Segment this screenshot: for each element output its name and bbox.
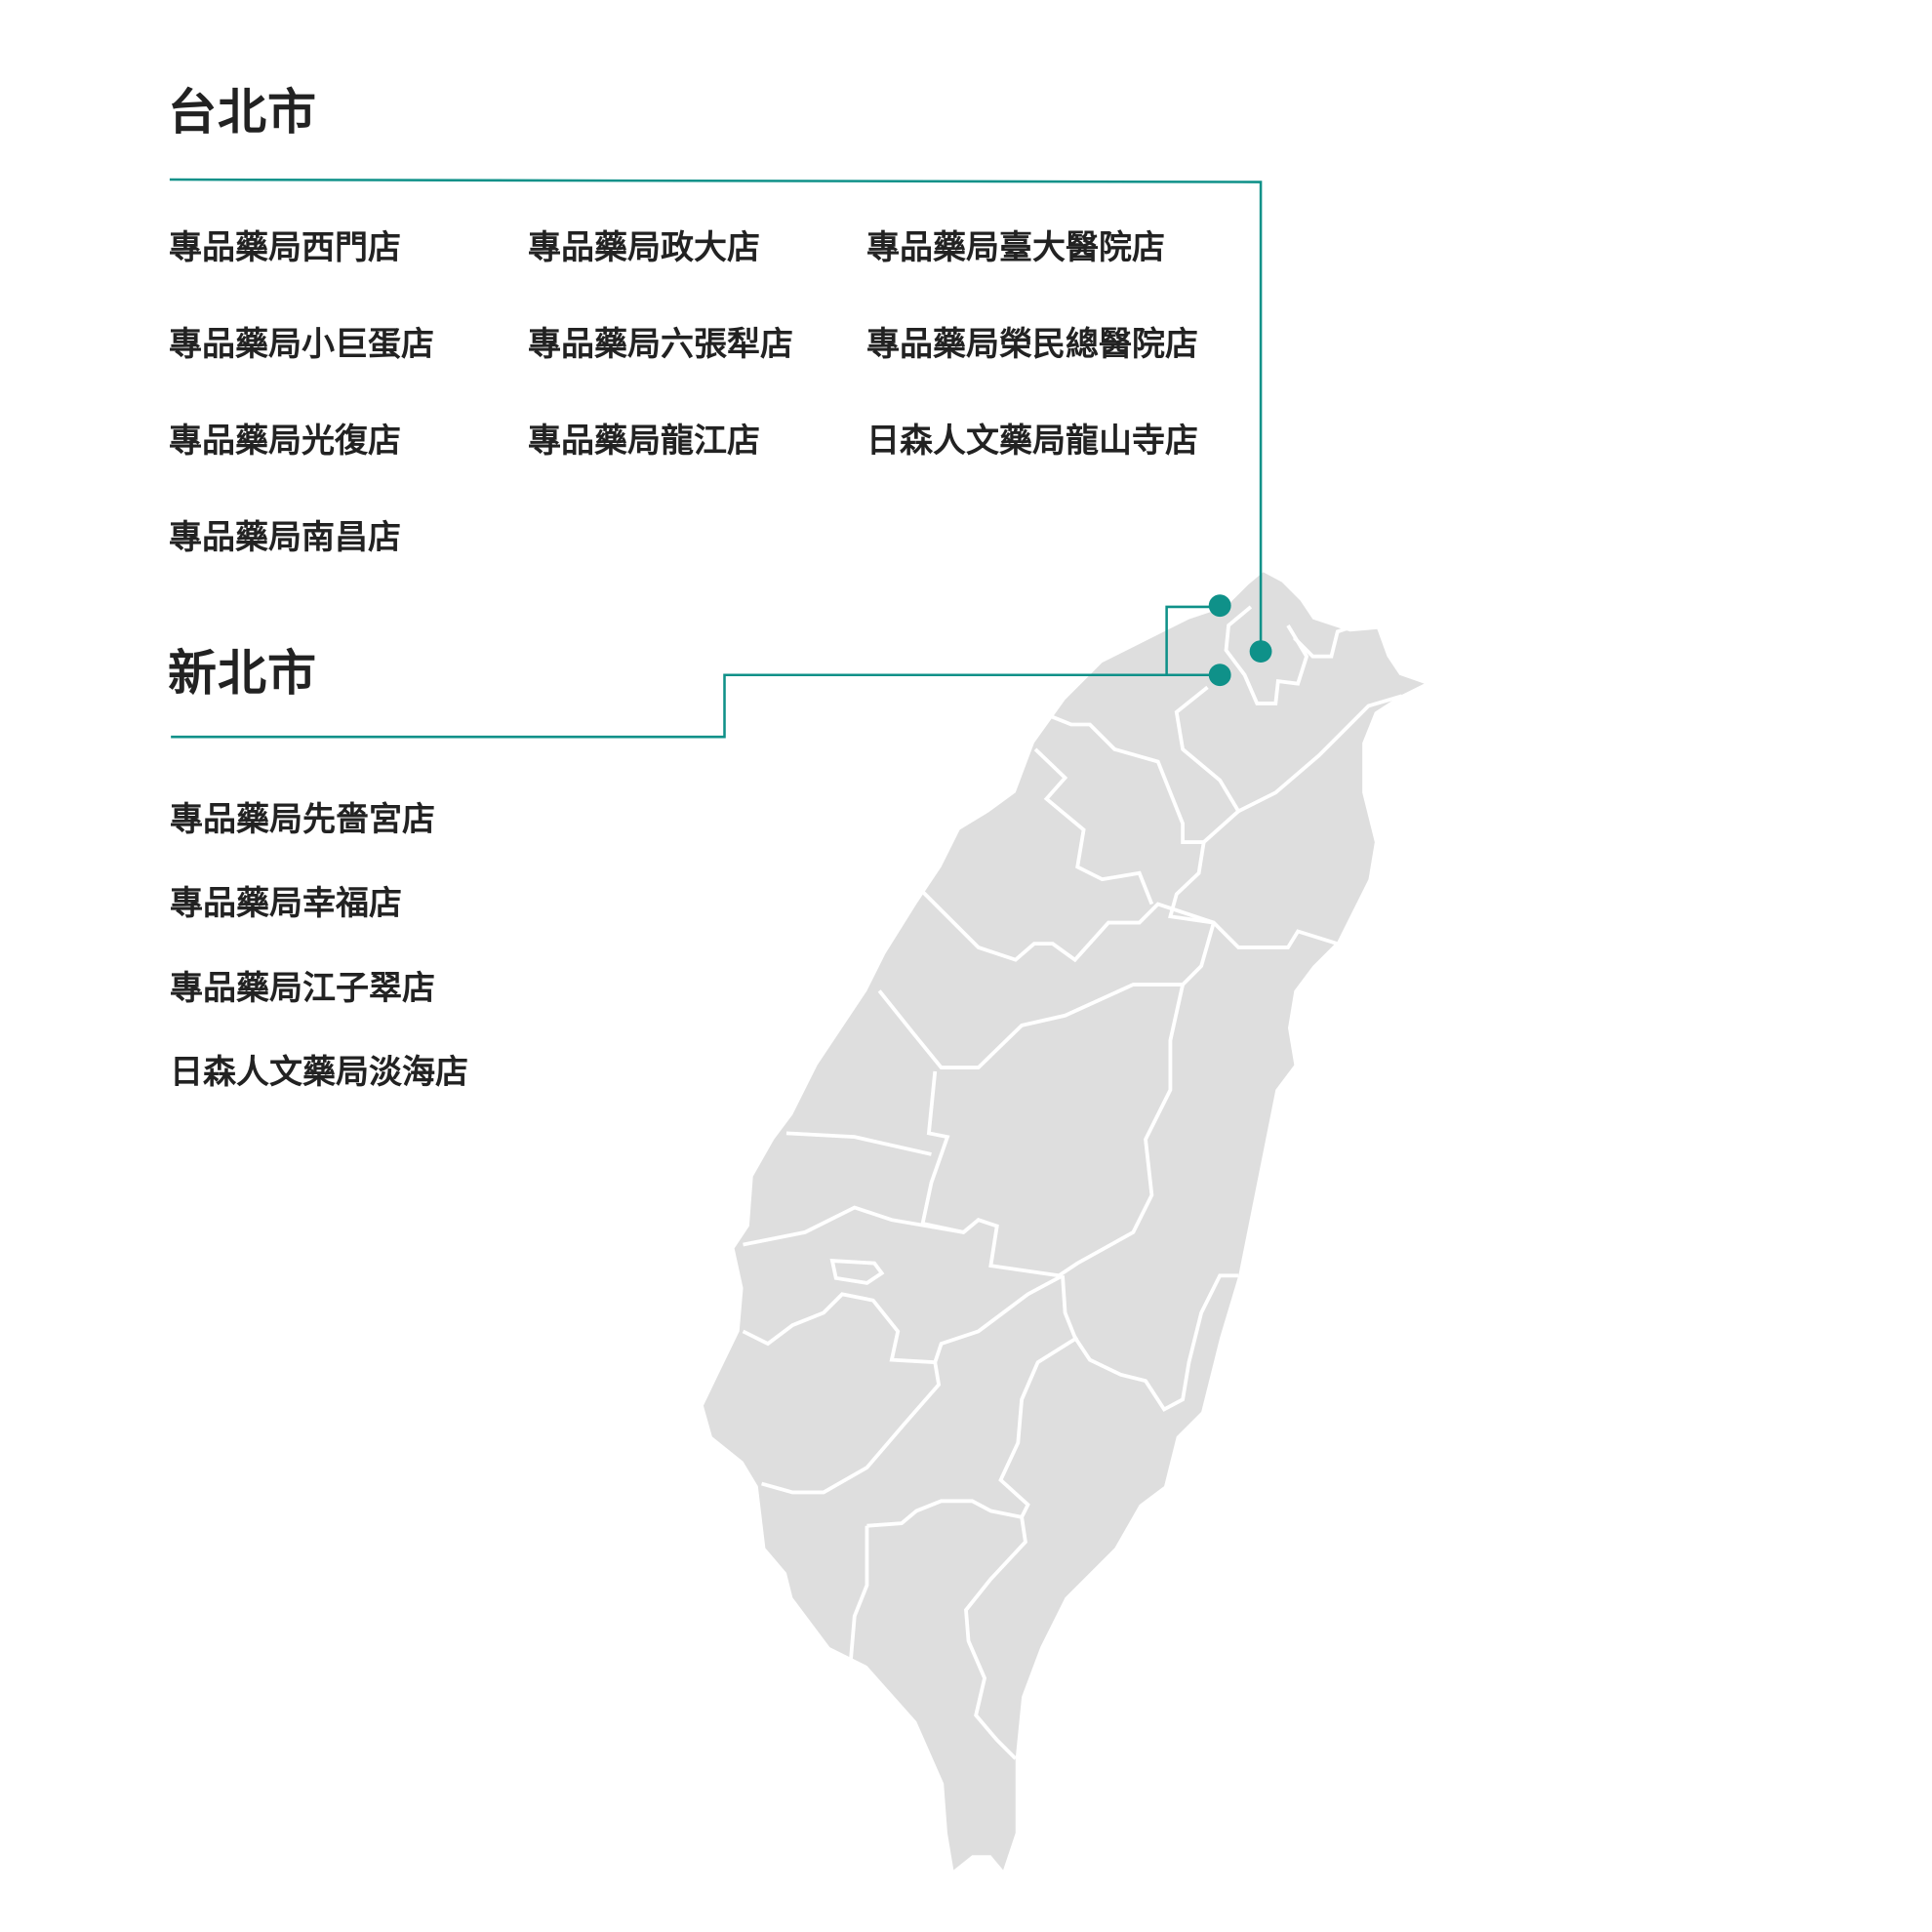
location-marker[interactable] [1249,640,1272,664]
store-item[interactable]: 專品藥局江子翠店 [170,969,435,1008]
store-item[interactable]: 專品藥局南昌店 [169,518,401,557]
taiwan-island [703,572,1425,1871]
store-item[interactable]: 日森人文藥局龍山寺店 [866,422,1198,461]
taipei-connector [169,178,1263,652]
store-item[interactable]: 專品藥局小巨蛋店 [169,325,434,364]
new-taipei-branch [1165,605,1221,675]
region-heading-new-taipei: 新北市 [168,645,317,702]
region-heading-taipei: 台北市 [168,84,317,141]
county-borders [742,605,1403,1760]
store-item[interactable]: 專品藥局六張犁店 [528,325,793,364]
store-item[interactable]: 專品藥局臺大醫院店 [866,228,1165,267]
location-marker[interactable] [1208,664,1231,687]
store-item[interactable]: 專品藥局榮民總醫院店 [866,325,1198,364]
new-taipei-connector [171,673,1221,739]
store-item[interactable]: 專品藥局幸福店 [170,884,402,923]
connector-lines [169,178,1263,739]
location-marker[interactable] [1208,594,1231,618]
store-item[interactable]: 專品藥局先嗇宮店 [170,800,435,839]
store-item[interactable]: 專品藥局光復店 [169,422,401,461]
store-item[interactable]: 日森人文藥局淡海店 [170,1053,468,1092]
store-item[interactable]: 專品藥局政大店 [528,228,760,267]
store-item[interactable]: 專品藥局龍江店 [528,422,760,461]
store-item[interactable]: 專品藥局西門店 [169,228,401,267]
